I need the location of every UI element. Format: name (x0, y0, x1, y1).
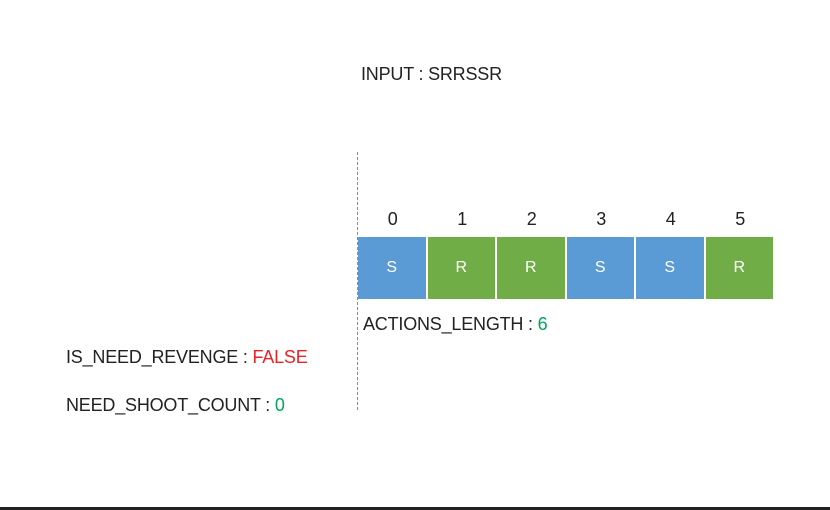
index-5: 5 (735, 209, 746, 229)
need-shoot-count-label-text: NEED_SHOOT_COUNT : (66, 395, 275, 415)
is-need-revenge-value: FALSE (252, 347, 308, 367)
index-4: 4 (665, 209, 676, 229)
index-1: 1 (457, 209, 468, 229)
actions-length-label: ACTIONS_LENGTH : 6 (363, 313, 548, 335)
action-cell-2: R (497, 237, 565, 299)
action-cell-0: S (358, 237, 426, 299)
index-3: 3 (596, 209, 607, 229)
actions-length-value: 6 (537, 314, 548, 334)
actions-array: S R R S S R (358, 237, 773, 299)
index-row: 0 1 2 3 4 5 (358, 206, 775, 232)
input-value: SRRSSR (428, 64, 502, 84)
dashed-divider (357, 152, 358, 410)
action-cell-1: R (427, 237, 495, 299)
is-need-revenge-label-text: IS_NEED_REVENGE : (66, 347, 253, 367)
bottom-border (0, 507, 830, 510)
index-2: 2 (526, 209, 537, 229)
is-need-revenge-label: IS_NEED_REVENGE : FALSE (66, 346, 308, 368)
index-0: 0 (387, 209, 398, 229)
action-cell-5: R (705, 237, 773, 299)
need-shoot-count-label: NEED_SHOOT_COUNT : 0 (66, 394, 285, 416)
need-shoot-count-value: 0 (274, 395, 285, 415)
actions-length-label-text: ACTIONS_LENGTH : (363, 314, 538, 334)
action-cell-3: S (566, 237, 634, 299)
action-cell-4: S (636, 237, 704, 299)
input-label: INPUT : SRRSSR (361, 63, 502, 85)
input-label-text: INPUT : (361, 64, 429, 84)
